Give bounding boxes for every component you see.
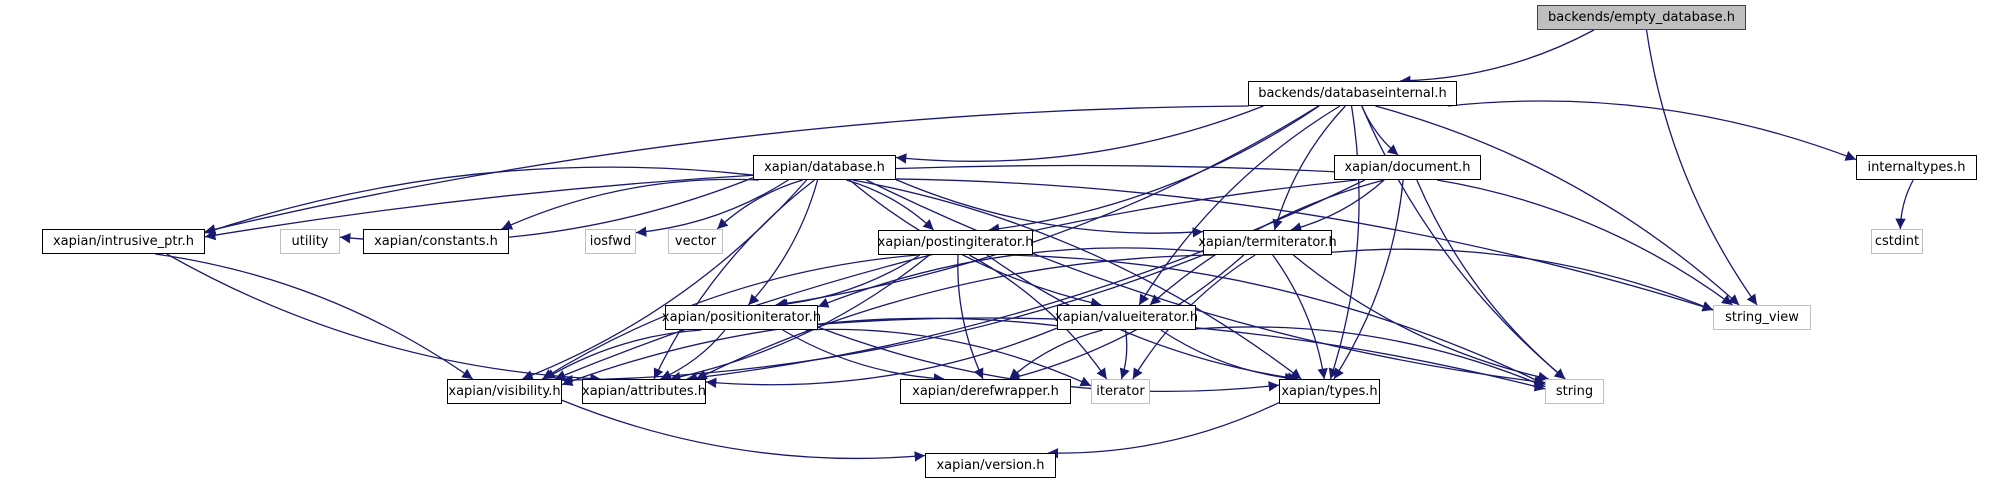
edge-document-to-string_view bbox=[1436, 179, 1733, 306]
node-visibility[interactable]: xapian/visibility.h bbox=[447, 379, 562, 404]
edge-termiterator-to-derefwrapper bbox=[1008, 254, 1245, 382]
node-iosfwd: iosfwd bbox=[585, 229, 636, 254]
edge-termiterator-to-visibility bbox=[561, 254, 1204, 386]
edge-databaseinternal-to-valueiterator bbox=[1138, 105, 1341, 306]
edge-database-to-string_view bbox=[895, 178, 1714, 312]
node-empty-database: backends/empty_database.h bbox=[1537, 5, 1746, 30]
node-cstdint: cstdint bbox=[1871, 229, 1923, 254]
edge-positioniterator-to-visibility bbox=[544, 329, 702, 380]
edge-database-to-valueiterator bbox=[849, 179, 1102, 308]
node-string: string bbox=[1545, 379, 1604, 404]
edge-databaseinternal-to-intrusive_ptr bbox=[204, 105, 1249, 235]
edge-database-to-intrusive_ptr bbox=[204, 166, 754, 235]
edge-databaseinternal-to-document bbox=[1361, 105, 1399, 156]
edge-termiterator-to-string bbox=[1292, 254, 1549, 382]
edge-intrusive_ptr-to-attributes bbox=[166, 253, 601, 384]
edge-positioniterator-to-derefwrapper bbox=[782, 329, 945, 384]
edge-database-to-termiterator bbox=[895, 179, 1204, 238]
node-termiterator[interactable]: xapian/termiterator.h bbox=[1198, 230, 1337, 255]
edge-databaseinternal-to-database bbox=[895, 105, 1264, 164]
edge-termiterator-to-types bbox=[1272, 254, 1328, 380]
edge-termiterator-to-attributes bbox=[696, 254, 1216, 380]
edge-databaseinternal-to-types bbox=[1328, 105, 1360, 380]
edge-document-to-attributes bbox=[686, 179, 1366, 383]
node-attributes[interactable]: xapian/attributes.h bbox=[582, 379, 706, 404]
node-iterator: iterator bbox=[1091, 379, 1150, 404]
edge-empty_database-to-databaseinternal bbox=[1400, 29, 1595, 86]
edge-postingiterator-to-string bbox=[1007, 254, 1546, 385]
node-version[interactable]: xapian/version.h bbox=[925, 453, 1056, 478]
node-vector: vector bbox=[668, 229, 723, 254]
edge-termiterator-to-string_view bbox=[1331, 248, 1714, 311]
edge-intrusive_ptr-to-visibility bbox=[155, 253, 474, 380]
node-postingiterator[interactable]: xapian/postingiterator.h bbox=[878, 230, 1033, 255]
edge-database-to-attributes bbox=[653, 179, 815, 380]
node-database[interactable]: xapian/database.h bbox=[753, 155, 896, 180]
node-intrusive-ptr[interactable]: xapian/intrusive_ptr.h bbox=[42, 229, 205, 254]
node-types[interactable]: xapian/types.h bbox=[1279, 379, 1380, 404]
edge-empty_database-to-string_view bbox=[1645, 29, 1758, 306]
edge-postingiterator-to-positioniterator bbox=[777, 254, 921, 310]
edge-document-to-types bbox=[1333, 179, 1404, 380]
node-positioniterator[interactable]: xapian/positioniterator.h bbox=[662, 305, 821, 330]
edge-databaseinternal-to-internaltypes bbox=[1447, 100, 1857, 161]
edge-valueiterator-to-derefwrapper bbox=[1008, 329, 1103, 380]
edge-positioniterator-to-attributes bbox=[660, 329, 726, 380]
node-valueiterator[interactable]: xapian/valueiterator.h bbox=[1055, 305, 1198, 330]
node-document[interactable]: xapian/document.h bbox=[1334, 155, 1481, 180]
edge-database-to-constants bbox=[501, 178, 759, 230]
edge-database-to-string bbox=[866, 179, 1546, 387]
edge-postingiterator-to-visibility bbox=[541, 254, 918, 380]
edge-document-to-termiterator bbox=[1290, 179, 1385, 233]
edge-positioniterator-to-iterator bbox=[805, 328, 1092, 387]
node-internaltypes[interactable]: internaltypes.h bbox=[1856, 155, 1977, 180]
edge-internaltypes-to-cstdint bbox=[1895, 179, 1914, 230]
edge-document-to-string bbox=[1416, 179, 1566, 380]
edge-types-to-version bbox=[1047, 401, 1280, 459]
edge-database-to-types bbox=[852, 179, 1302, 380]
edge-valueiterator-to-string bbox=[1195, 326, 1546, 388]
edge-database-to-iosfwd bbox=[635, 179, 789, 237]
node-utility: utility bbox=[280, 229, 340, 254]
node-string-view: string_view bbox=[1713, 305, 1811, 330]
edge-visibility-to-version bbox=[561, 399, 926, 462]
edge-databaseinternal-to-string_view bbox=[1375, 105, 1740, 306]
edge-valueiterator-to-iterator bbox=[1119, 329, 1130, 380]
edge-termiterator-to-positioniterator bbox=[817, 247, 1204, 308]
node-databaseinternal[interactable]: backends/databaseinternal.h bbox=[1248, 81, 1457, 106]
edge-databaseinternal-to-postingiterator bbox=[988, 105, 1320, 234]
edge-database-to-positioniterator bbox=[747, 179, 819, 306]
edge-database-to-visibility bbox=[522, 179, 808, 381]
edge-valueiterator-to-attributes bbox=[705, 327, 1058, 389]
edge-databaseinternal-to-termiterator bbox=[1272, 105, 1346, 231]
edge-databaseinternal-to-positioniterator bbox=[775, 105, 1319, 309]
edge-valueiterator-to-types bbox=[1160, 329, 1296, 383]
node-constants[interactable]: xapian/constants.h bbox=[363, 229, 509, 254]
edge-database-to-postingiterator bbox=[846, 179, 935, 231]
edge-database-to-vector bbox=[716, 179, 803, 230]
node-derefwrapper[interactable]: xapian/derefwrapper.h bbox=[900, 379, 1071, 404]
